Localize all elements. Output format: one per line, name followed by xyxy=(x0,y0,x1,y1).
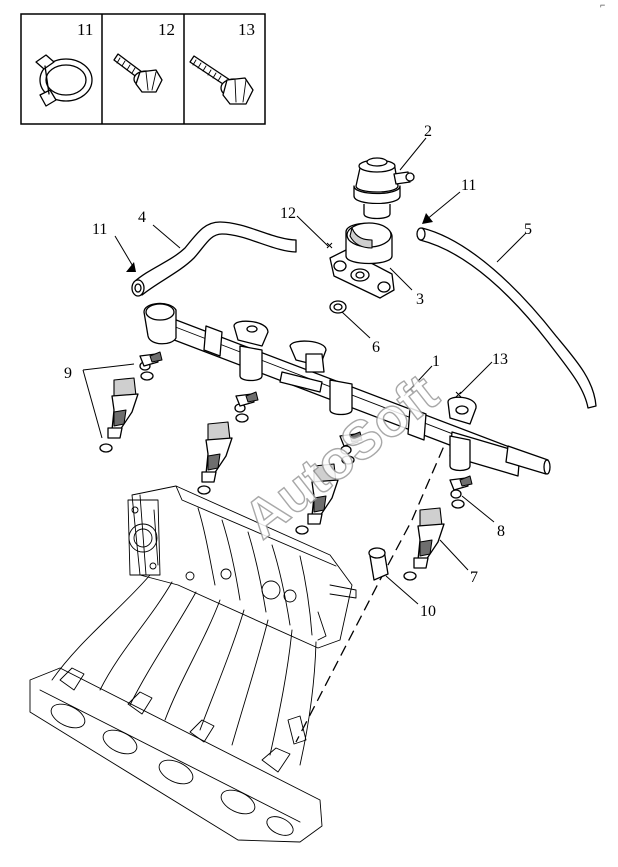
inset-label-12: 12 xyxy=(158,20,175,39)
fuel-hose-5 xyxy=(416,227,597,409)
injector-2 xyxy=(197,391,259,495)
fuel-rail xyxy=(143,302,551,477)
fuel-pressure-regulator xyxy=(353,157,415,220)
fastener-inset: 11 12 13 xyxy=(20,13,266,125)
injector-1 xyxy=(99,351,163,453)
callout-9: 9 xyxy=(64,365,72,382)
intake-manifold xyxy=(29,485,357,843)
callout-1: 1 xyxy=(432,353,440,370)
callout-12: 12 xyxy=(280,205,296,222)
callout-3: 3 xyxy=(416,291,424,308)
injector-spacer-10 xyxy=(368,547,389,581)
long-flange-bolt-icon xyxy=(189,55,254,105)
callout-8: 8 xyxy=(497,523,505,540)
callout-13: 13 xyxy=(492,351,508,368)
callout-11-left: 11 xyxy=(92,221,107,238)
callout-leaders xyxy=(82,137,527,605)
callout-2: 2 xyxy=(424,123,432,140)
callout-6: 6 xyxy=(372,339,380,356)
callout-11-right: 11 xyxy=(461,177,476,194)
callout-7: 7 xyxy=(470,569,478,586)
callout-4: 4 xyxy=(138,209,146,226)
callout-10: 10 xyxy=(420,603,436,620)
fuel-hose-4 xyxy=(131,221,297,297)
inset-label-11: 11 xyxy=(77,20,93,39)
o-ring-6 xyxy=(329,300,347,314)
hose-clamp-icon xyxy=(35,54,93,107)
callout-5: 5 xyxy=(524,221,532,238)
injector-3 xyxy=(295,431,363,535)
flange-bolt-icon xyxy=(113,53,163,93)
corner-mark: ⌐ xyxy=(600,0,605,10)
inset-label-13: 13 xyxy=(238,20,255,39)
injector-4 xyxy=(403,475,473,581)
alignment-dashed-line xyxy=(295,431,451,743)
regulator-holder xyxy=(329,222,395,299)
